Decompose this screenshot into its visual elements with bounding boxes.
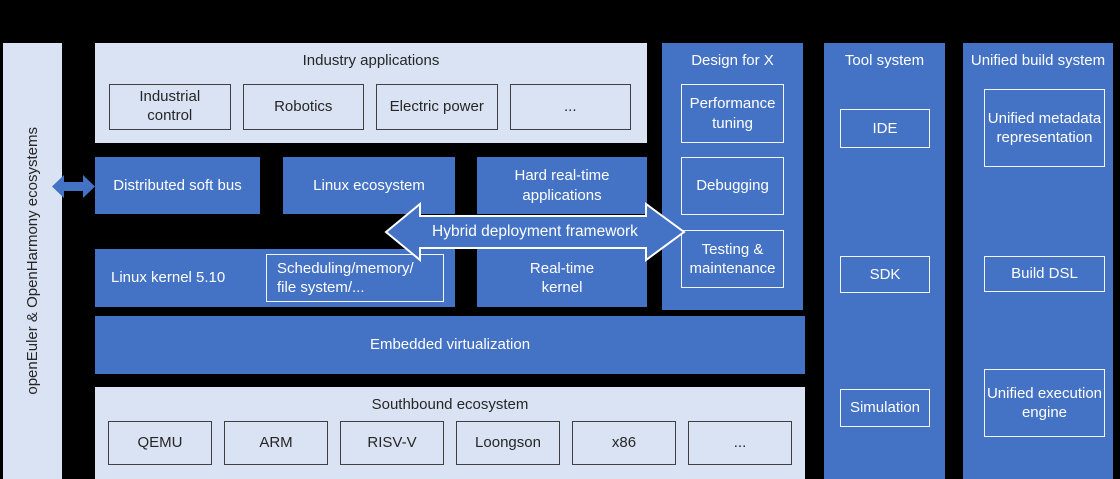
southbound-ecosystem-title: Southbound ecosystem xyxy=(371,396,529,413)
tool-sdk-box: SDK xyxy=(840,256,930,293)
embedded-virtualization-box: Embedded virtualization xyxy=(95,316,805,374)
industry-applications-title: Industry applications xyxy=(302,52,440,69)
distributed-soft-bus-box: Distributed soft bus xyxy=(95,157,260,214)
linux-kernel-box: Linux kernel 5.10 Scheduling/memory/ fil… xyxy=(95,249,455,307)
tool-system-column: Tool system IDE SDK Simulation xyxy=(824,43,945,479)
southbound-qemu: QEMU xyxy=(108,421,212,465)
ecosystems-sidebar: openEuler & OpenHarmony ecosystems xyxy=(3,43,62,479)
unified-build-system-column: Unified build system Unified metadata re… xyxy=(963,43,1113,479)
design-debugging-box: Debugging xyxy=(681,157,784,215)
realtime-kernel-box: Real-time kernel xyxy=(477,249,647,307)
industry-app-more: ... xyxy=(509,84,631,130)
ecosystem-link-double-arrow-icon xyxy=(52,175,95,198)
build-dsl-box: Build DSL xyxy=(984,256,1105,292)
industry-applications-panel: Industry applications Industrial control… xyxy=(95,43,647,143)
unified-metadata-representation-box: Unified metadata representation xyxy=(984,89,1105,167)
kernel-services-box: Scheduling/memory/ file system/... xyxy=(266,254,444,302)
unified-execution-engine-box: Unified execution engine xyxy=(984,369,1105,437)
design-for-x-title: Design for X xyxy=(691,52,774,69)
linux-kernel-label: Linux kernel 5.10 xyxy=(111,269,226,287)
design-for-x-column: Design for X Performance tuning Debuggin… xyxy=(662,43,803,310)
tool-system-title: Tool system xyxy=(844,52,925,69)
industry-app-electric-power: Electric power xyxy=(376,84,498,130)
tool-simulation-box: Simulation xyxy=(840,389,930,427)
industry-app-industrial-control: Industrial control xyxy=(109,84,231,130)
design-performance-tuning-box: Performance tuning xyxy=(681,84,784,143)
ecosystems-sidebar-label: openEuler & OpenHarmony ecosystems xyxy=(24,127,41,395)
southbound-arm: ARM xyxy=(224,421,328,465)
hard-realtime-applications-box: Hard real-time applications xyxy=(477,157,647,214)
hybrid-deployment-framework-label: Hybrid deployment framework xyxy=(432,223,638,240)
southbound-more: ... xyxy=(688,421,792,465)
hybrid-deployment-double-arrow-icon xyxy=(384,201,686,263)
linux-ecosystem-box: Linux ecosystem xyxy=(283,157,455,214)
southbound-x86: x86 xyxy=(572,421,676,465)
design-testing-maintenance-box: Testing & maintenance xyxy=(681,230,784,288)
tool-ide-box: IDE xyxy=(840,109,930,148)
southbound-ecosystem-panel: Southbound ecosystem QEMU ARM RISV-V Loo… xyxy=(95,387,805,479)
unified-build-system-title: Unified build system xyxy=(970,52,1106,69)
industry-app-robotics: Robotics xyxy=(242,84,364,130)
southbound-loongson: Loongson xyxy=(456,421,560,465)
southbound-risv-v: RISV-V xyxy=(340,421,444,465)
